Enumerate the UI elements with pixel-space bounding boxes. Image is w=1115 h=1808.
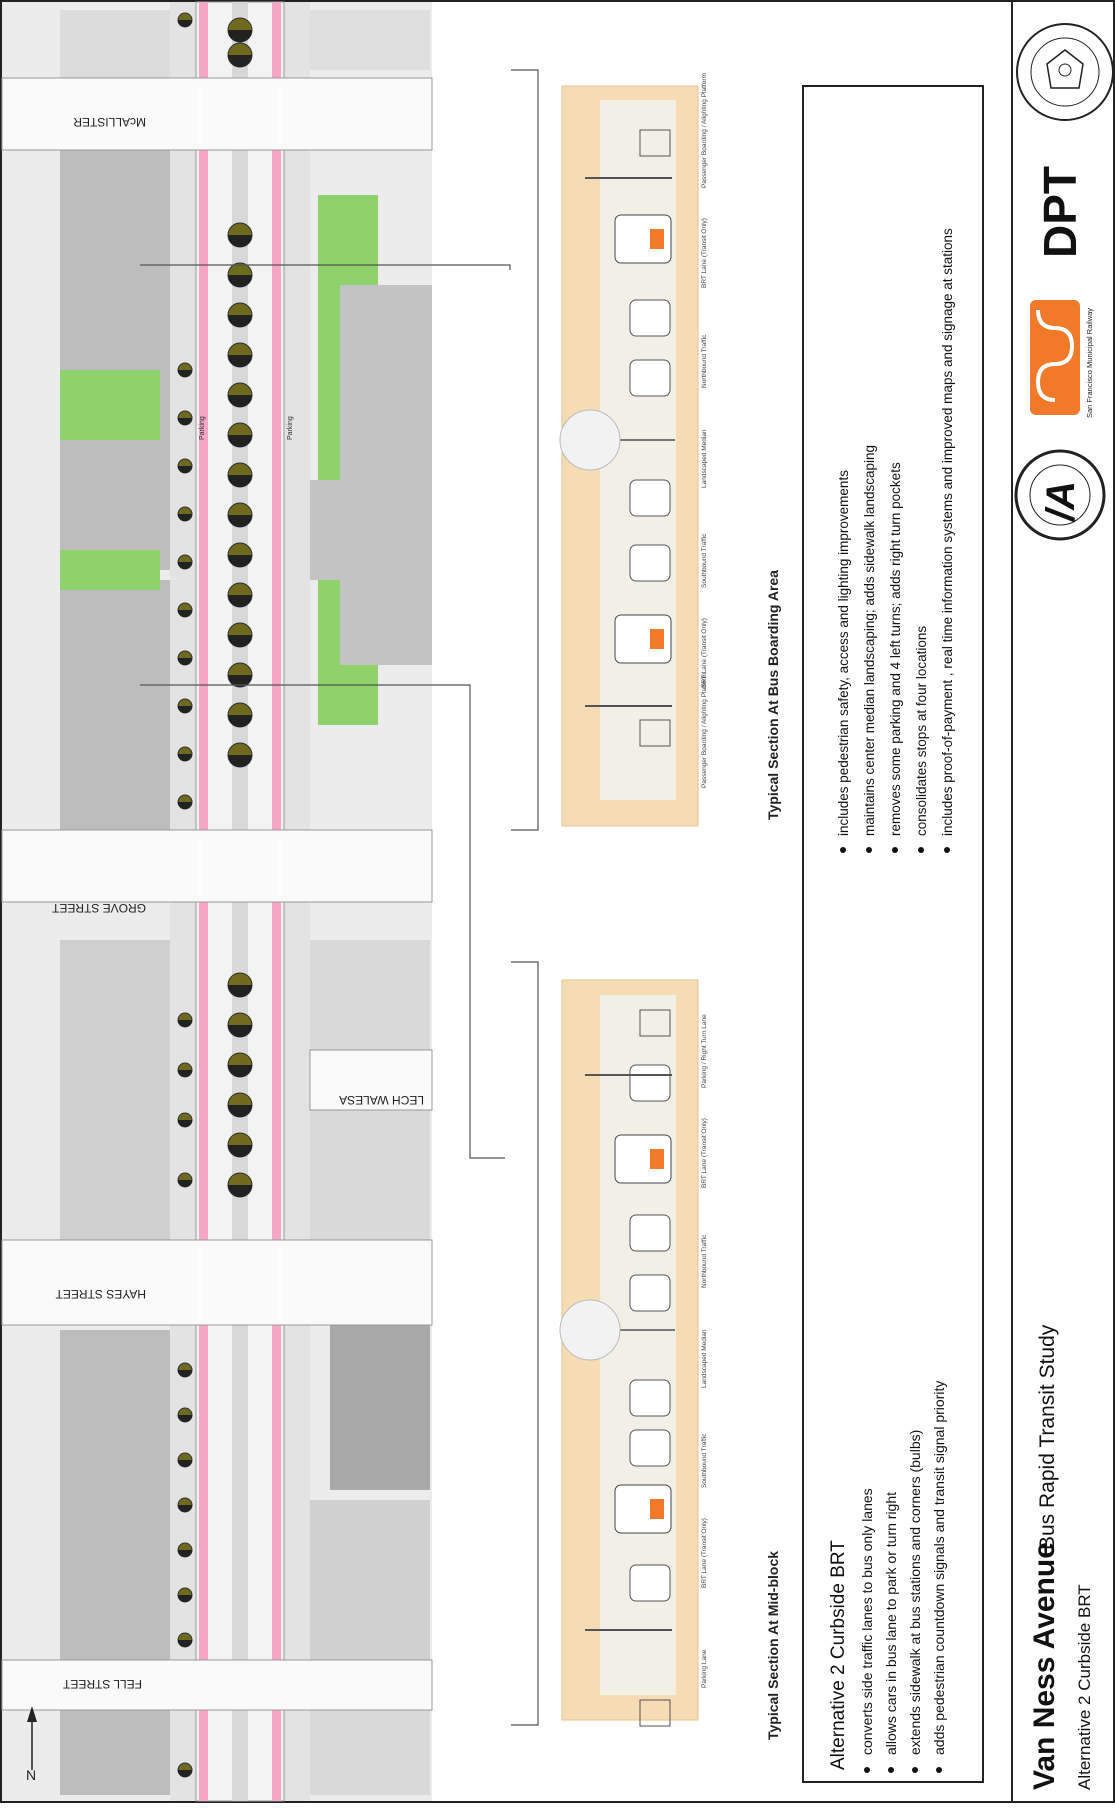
bullet-item: extends sidewalk at bus stations and cor… xyxy=(907,1430,923,1755)
street-label-fell: FELL STREET xyxy=(62,1677,142,1691)
lane-label: Parking / Right Turn Lane xyxy=(701,1014,708,1088)
lane-label: Southbound Traffic xyxy=(701,1433,708,1488)
car-icon xyxy=(629,1429,671,1467)
bullet-item: adds pedestrian countdown signals and tr… xyxy=(931,1381,947,1755)
bullet-item: removes some parking and 4 left turns; a… xyxy=(888,462,903,836)
bullet-dot xyxy=(892,847,898,853)
title-suffix: Bus Rapid Transit Study xyxy=(1036,1324,1059,1550)
street-label-grove: GROVE STREET xyxy=(51,901,146,915)
lane-label: BRT Lane (Transit Only) xyxy=(701,218,708,288)
muni-caption: San Francisco Municipal Railway xyxy=(1085,308,1094,418)
street-label-mcallister: McALLISTER xyxy=(73,115,146,129)
parking-label-east: Parking xyxy=(287,416,294,440)
car-icon xyxy=(629,1564,671,1602)
car-icon xyxy=(629,1214,671,1252)
tree-icon xyxy=(559,1299,621,1361)
car-icon xyxy=(629,1379,671,1417)
pedestrian-icon xyxy=(639,129,671,157)
bullet-dot xyxy=(866,847,872,853)
car-icon xyxy=(629,479,671,517)
lane-label: BRT Lane (Transit Only) xyxy=(701,1118,708,1188)
buildings-west xyxy=(60,10,180,1795)
plan-view: FELL STREET HAYES STREET LECH WALESA GRO… xyxy=(1,1,433,1802)
tree-icon xyxy=(559,409,621,471)
section-lane-labels: Passenger Boarding / Alighting PlatformB… xyxy=(701,73,708,1688)
lane-label: Southbound Traffic xyxy=(701,533,708,588)
bullet-item: includes pedestrian safety, access and l… xyxy=(836,470,851,836)
lane-label: Passenger Boarding / Alighting Platform xyxy=(701,73,708,188)
lane-label: Passenger Boarding / Alighting Platform xyxy=(701,673,708,788)
dpt-logo: DPT xyxy=(1030,150,1086,265)
lane-label: BRT Lane (Transit Only) xyxy=(701,1518,708,1588)
sf-seal xyxy=(1016,23,1114,121)
buildings-east xyxy=(310,10,432,1795)
section-vehicles xyxy=(559,129,675,1727)
car-icon xyxy=(629,544,671,582)
bullet-dot xyxy=(936,1767,942,1773)
pedestrian-icon xyxy=(639,1009,671,1037)
alternative-heading: Alternative 2 Curbside BRT xyxy=(828,1540,849,1770)
bullet-dot xyxy=(840,847,846,853)
bullet-item: consolidates stops at four locations xyxy=(914,626,929,836)
street-label-hayes: HAYES STREET xyxy=(55,1287,146,1301)
section-midblock-label: Typical Section At Mid-block xyxy=(765,1551,781,1740)
lane-label: Northbound Traffic xyxy=(701,334,708,388)
bus-icon xyxy=(614,614,672,664)
bullet-dot xyxy=(944,847,950,853)
car-icon xyxy=(629,299,671,337)
car-icon xyxy=(629,359,671,397)
bus-icon xyxy=(614,214,672,264)
bullet-item: includes proof-of-payment , real time in… xyxy=(940,228,955,836)
lane-label: Landscaped Median xyxy=(701,429,708,488)
alternative-box: Alternative 2 Curbside BRT converts side… xyxy=(802,85,984,1783)
plan-trees xyxy=(177,12,253,1778)
parking-label-west: Parking xyxy=(199,416,206,440)
lane-label: Parking Lane xyxy=(701,1649,708,1688)
cross-streets xyxy=(1,77,433,1711)
title-block: Van Ness Avenue Bus Rapid Transit Study … xyxy=(1011,2,1114,1801)
svg-text:/A: /A xyxy=(1039,481,1083,523)
bullet-dot xyxy=(912,1767,918,1773)
svg-text:N: N xyxy=(26,1767,36,1783)
car-icon xyxy=(629,1064,671,1102)
muni-logo: San Francisco Municipal Railway xyxy=(1030,300,1094,418)
title-subtitle: Alternative 2 Curbside BRT xyxy=(1075,1584,1094,1790)
bullet-dot xyxy=(918,847,924,853)
dpt-wordmark: DPT xyxy=(1034,166,1086,258)
pedestrian-icon xyxy=(639,719,671,747)
ta-logo: /A xyxy=(1014,449,1106,541)
bus-icon xyxy=(614,1134,672,1184)
bullet-item: converts side traffic lanes to bus only … xyxy=(859,1488,875,1755)
car-icon xyxy=(629,1274,671,1312)
lane-label: Landscaped Median xyxy=(701,1329,708,1388)
leader-lines xyxy=(140,69,539,1726)
lane-label: Northbound Traffic xyxy=(701,1234,708,1288)
bus-icon xyxy=(614,1484,672,1534)
street-label-lech-walesa: LECH WALESA xyxy=(339,1093,424,1107)
bullet-item: maintains center median landscaping; add… xyxy=(862,445,877,836)
bullet-dot xyxy=(864,1767,870,1773)
lane-label: BRT Lane (Transit Only) xyxy=(701,618,708,688)
pedestrian-icon xyxy=(639,1699,671,1727)
north-arrow: N xyxy=(26,1706,37,1783)
bullet-dot xyxy=(888,1767,894,1773)
section-boarding-label: Typical Section At Bus Boarding Area xyxy=(765,570,781,820)
bullet-item: allows cars in bus lane to park or turn … xyxy=(883,1492,899,1755)
title-main: Van Ness Avenue xyxy=(1028,1542,1061,1790)
